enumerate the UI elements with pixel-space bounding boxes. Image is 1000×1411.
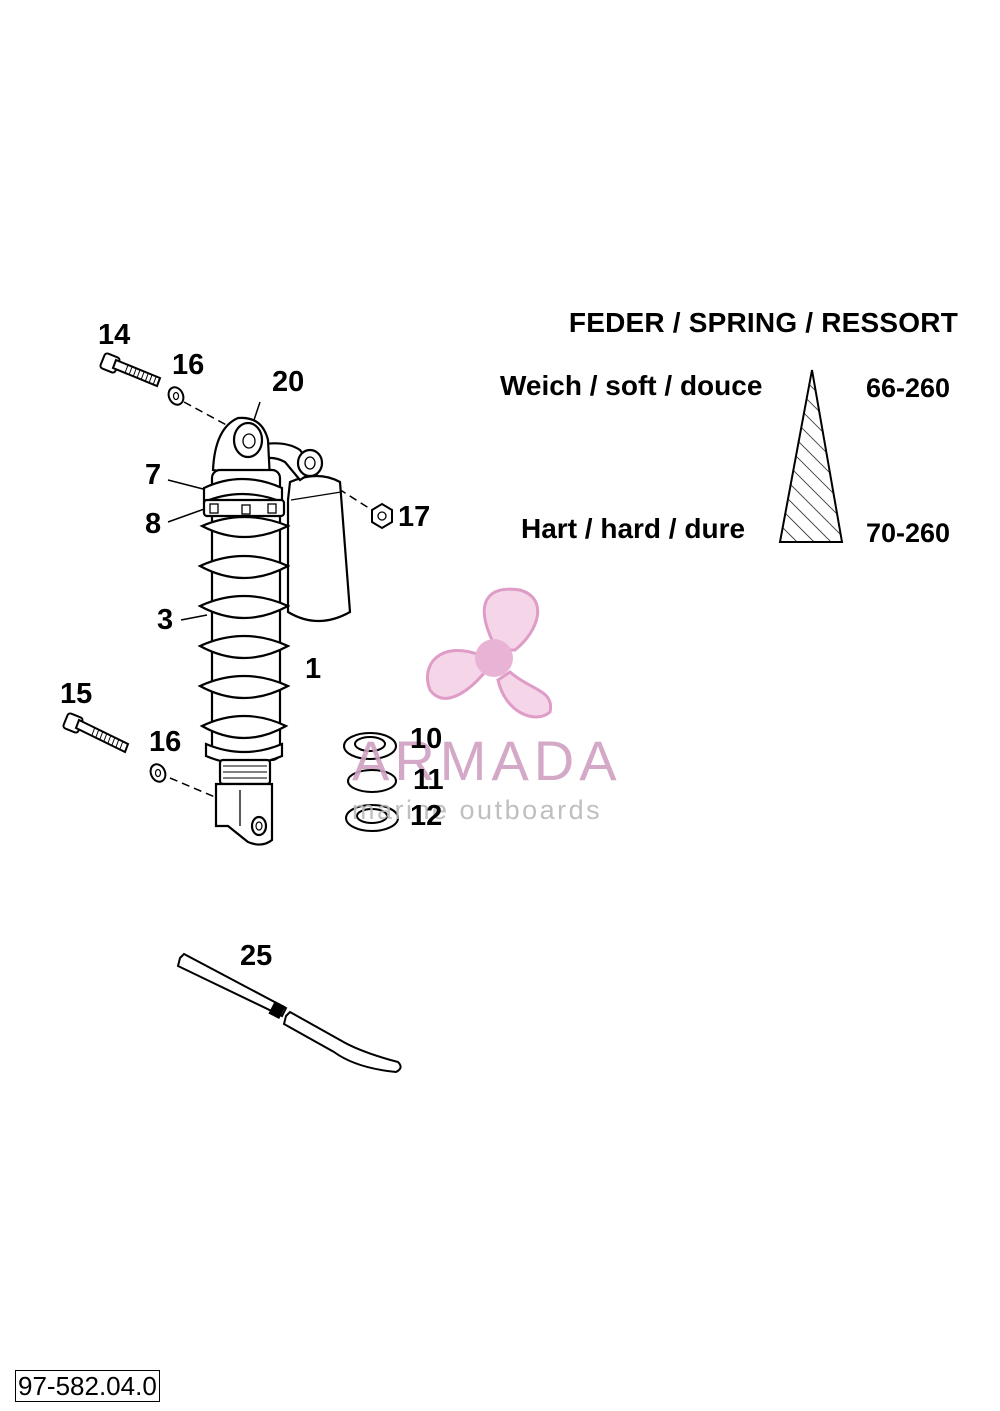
callout-1: 1 <box>305 653 322 685</box>
spring-legend-title: FEDER / SPRING / RESSORT <box>568 307 958 338</box>
callout-17: 17 <box>398 501 431 533</box>
shock-absorber-1 <box>197 416 352 846</box>
callout-11: 11 <box>413 764 444 796</box>
callout-15: 15 <box>60 678 93 710</box>
watermark-propeller-icon <box>425 587 553 719</box>
callout-7: 7 <box>145 459 162 491</box>
callout-8: 8 <box>145 508 162 540</box>
callout-25: 25 <box>240 940 273 972</box>
watermark-brand: ARMADA <box>352 729 622 792</box>
spring-hard-code: 70-260 <box>866 518 951 548</box>
ring-11 <box>347 769 397 793</box>
callout-10: 10 <box>410 723 443 755</box>
ring-12 <box>345 804 399 832</box>
callout-20: 20 <box>272 366 305 398</box>
spring-hard-label: Hart / hard / dure <box>521 513 746 544</box>
watermark-tagline: marine outboards <box>352 795 603 825</box>
callout-14: 14 <box>98 319 131 351</box>
drawing-number: 97-582.04.0 <box>15 1370 160 1402</box>
ring-10 <box>343 732 397 760</box>
callout-16-bottom: 16 <box>149 726 182 758</box>
bolt-14 <box>99 352 162 388</box>
callout-3: 3 <box>157 604 174 636</box>
callout-12: 12 <box>410 800 443 832</box>
nut-17 <box>371 502 393 530</box>
spring-rate-wedge-icon <box>778 369 844 543</box>
callout-16-top: 16 <box>172 349 205 381</box>
spring-soft-label: Weich / soft / douce <box>500 370 763 401</box>
bolt-15 <box>62 712 130 754</box>
hook-wrench-25 <box>176 952 402 1074</box>
spring-soft-code: 66-260 <box>866 373 951 403</box>
